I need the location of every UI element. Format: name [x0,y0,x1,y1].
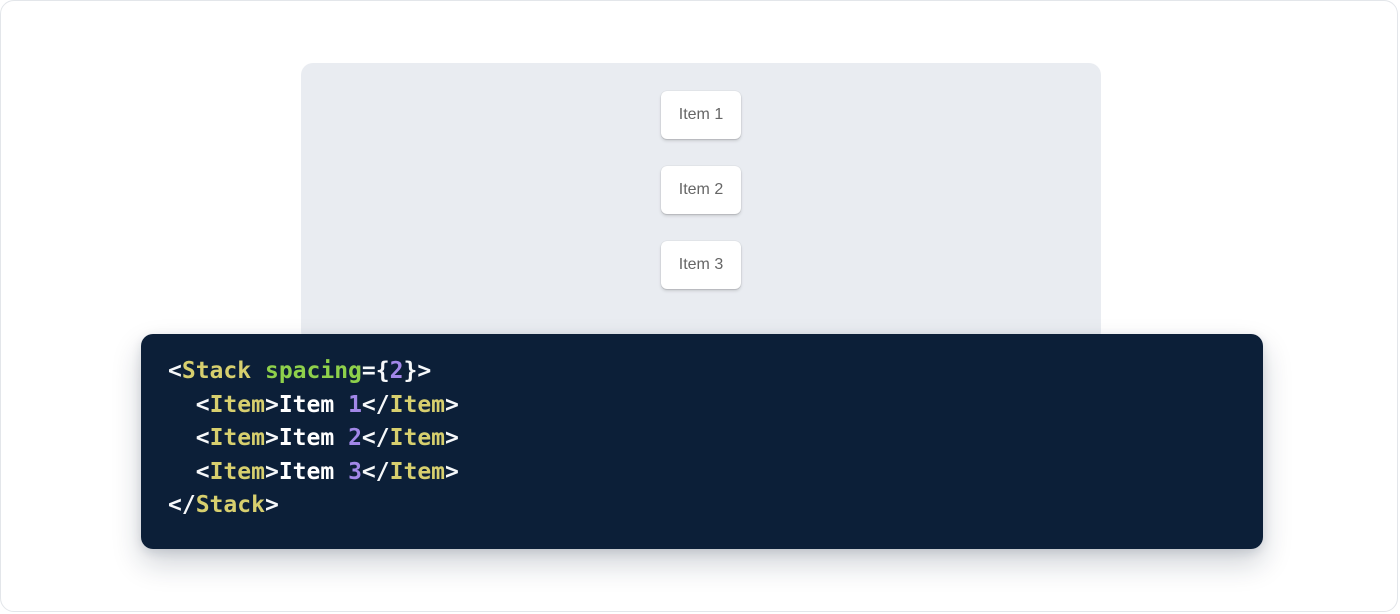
code-line: <Stack spacing={2}> [168,358,432,384]
code-block: <Stack spacing={2}> <Item>Item 1</Item> … [141,334,1263,549]
code-line: <Item>Item 3</Item> [195,458,459,485]
stack-item: Item 2 [661,166,741,214]
code-content: <Stack spacing={2}> <Item>Item 1</Item> … [168,355,1236,523]
code-line: </Stack> [168,492,279,518]
code-line: <Item>Item 2</Item> [195,425,459,451]
stack-item: Item 3 [661,241,741,289]
stack-item: Item 1 [661,91,741,139]
stack-demo-panel: Item 1 Item 2 Item 3 [301,63,1101,343]
stack-container: Item 1 Item 2 Item 3 [301,63,1101,289]
code-line: <Item>Item 1</Item> [195,391,459,418]
